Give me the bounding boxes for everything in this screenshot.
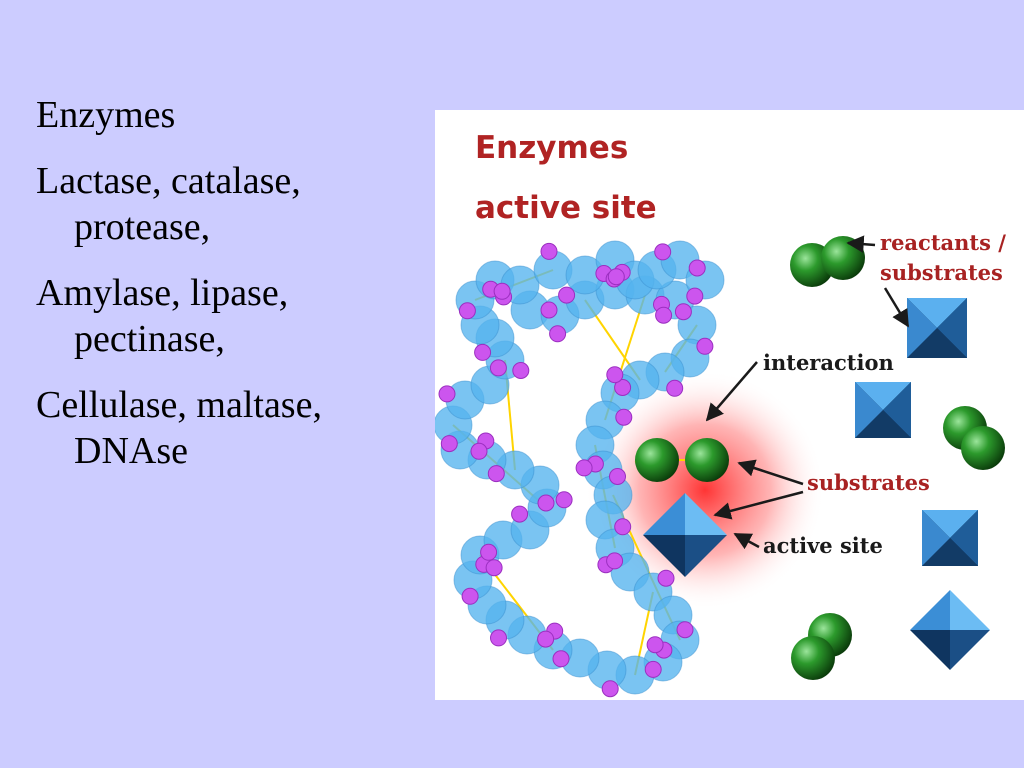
enzyme-node — [606, 366, 624, 384]
pyramid-face — [950, 510, 978, 566]
enzyme-node — [458, 302, 476, 320]
enzyme-node — [575, 459, 593, 477]
bound-substrate-sphere — [685, 438, 729, 482]
diamond-face — [910, 590, 950, 630]
enzyme-node — [657, 569, 675, 587]
diamond-face — [910, 630, 950, 670]
enzyme-node — [614, 379, 632, 396]
enzyme-node — [555, 491, 573, 509]
diagram-title-active-site: active site — [475, 190, 657, 226]
arrow-interaction — [705, 361, 758, 422]
active-site-glow — [585, 370, 825, 610]
diamond-right — [910, 590, 990, 670]
enzyme-node — [688, 259, 706, 277]
arrow-reactants — [846, 235, 876, 253]
enzyme-node — [511, 505, 529, 523]
bullet-cellulase: Cellulase, maltase, DNAse — [36, 384, 322, 472]
pyramid-face — [922, 510, 950, 566]
enzyme-node — [537, 630, 555, 648]
enzyme-node — [558, 286, 576, 304]
arrow-substrates-a — [737, 459, 804, 486]
pyramid-face — [922, 510, 978, 538]
pyramid-face — [907, 328, 967, 358]
arrow-substrates-down — [883, 287, 910, 328]
pyramid-face — [855, 382, 911, 410]
diagram-title-enzymes: Enzymes — [475, 130, 628, 166]
substrate-pair-right — [943, 406, 1005, 470]
label-active-site: active site — [763, 533, 883, 558]
label-substrates: substrates — [807, 470, 930, 495]
diamond-face — [950, 590, 990, 630]
enzyme-diagram-svg: Enzymes active site reactants / substrat… — [435, 130, 1006, 698]
enzyme-node — [601, 680, 619, 698]
diamond-face — [643, 535, 685, 577]
label-reactants-substrates: substrates — [880, 260, 1003, 285]
substrate-sphere — [961, 426, 1005, 470]
enzyme-node — [512, 362, 530, 379]
enzyme-node — [461, 587, 479, 605]
enzyme-diagram: Enzymes active site reactants / substrat… — [435, 110, 1024, 700]
enzyme-node — [474, 343, 492, 361]
enzyme-node — [654, 243, 672, 261]
enzyme-node — [696, 337, 714, 355]
bullet-enzymes: Enzymes — [36, 94, 176, 136]
enzyme-node — [666, 379, 684, 397]
enzyme-node — [607, 268, 625, 286]
enzyme-node — [646, 636, 664, 654]
enzyme-node — [540, 242, 558, 260]
free-substrates — [790, 236, 1005, 680]
enzyme-node — [485, 559, 503, 577]
pyramid-face — [937, 298, 967, 358]
diamond-face — [685, 535, 727, 577]
pyramid-top — [907, 298, 967, 358]
enzyme-node — [440, 435, 458, 453]
enzyme-node — [549, 325, 567, 343]
pyramid-face — [883, 382, 911, 438]
enzyme-node — [470, 442, 488, 460]
diamond-active-site — [643, 493, 727, 577]
enzyme-nodes — [438, 242, 714, 698]
enzyme-node — [438, 385, 456, 403]
diamond-face — [685, 493, 727, 535]
bound-substrate-sphere — [635, 438, 679, 482]
pointer-arrows — [705, 235, 910, 550]
pyramid-face — [907, 298, 937, 358]
pyramid-face — [855, 410, 911, 438]
arrow-active-site — [733, 532, 760, 550]
enzyme-node — [537, 494, 555, 512]
enzyme-node — [686, 287, 704, 305]
enzyme-node — [676, 621, 694, 639]
enzyme-node — [480, 543, 498, 561]
pyramid-lower — [922, 510, 978, 566]
enzyme-node — [540, 301, 558, 319]
enzyme-node — [487, 465, 505, 483]
substrate-sphere — [791, 636, 835, 680]
enzyme-node — [489, 359, 507, 377]
bullet-amylase: Amylase, lipase, pectinase, — [36, 272, 289, 360]
diamond-face — [950, 630, 990, 670]
arrow-substrates-b — [713, 490, 804, 520]
enzyme-node — [644, 660, 662, 678]
enzyme-node — [609, 468, 626, 485]
enzyme-node — [615, 408, 633, 426]
enzyme-node — [674, 303, 692, 321]
enzyme-node — [490, 629, 507, 647]
pyramid-face — [855, 382, 883, 438]
enzyme-node — [493, 282, 511, 300]
pyramids — [643, 298, 990, 670]
bullet-lactase: Lactase, catalase, protease, — [36, 160, 301, 248]
enzyme-node — [552, 650, 570, 668]
bound-substrates — [634, 438, 729, 482]
substrate-pair-bottom — [791, 613, 852, 680]
label-reactants: reactants / — [880, 230, 1006, 255]
enzyme-node — [614, 518, 632, 536]
diamond-face — [643, 493, 685, 535]
enzyme-node — [606, 552, 624, 570]
pyramid-middle — [855, 382, 911, 438]
slide-text: Enzymes Lactase, catalase, protease, Amy… — [36, 92, 431, 494]
enzyme-node — [655, 306, 673, 324]
pyramid-face — [907, 298, 967, 328]
pyramid-face — [922, 538, 978, 566]
label-interaction: interaction — [763, 350, 894, 375]
